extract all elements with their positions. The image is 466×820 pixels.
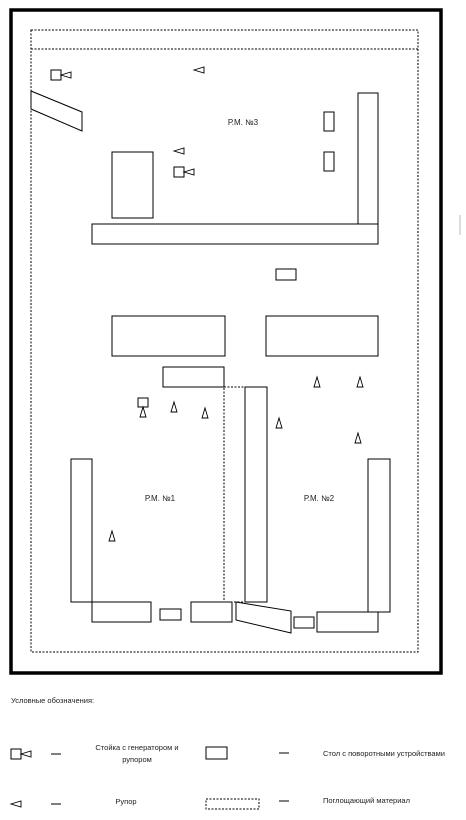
legend-stand-label: Стойка с генератором и — [95, 743, 178, 752]
outer-wall — [9, 8, 443, 675]
legend-horn-symbol — [9, 800, 22, 808]
table-middle-right — [265, 315, 379, 357]
legend-table-label: Стол с поворотными устройствами — [323, 749, 445, 758]
stand-generator-2 — [173, 166, 195, 178]
absorber-boundary — [30, 29, 419, 653]
horn-icon — [354, 431, 362, 444]
legend-absorber-label: Поглощающий материал — [323, 796, 410, 805]
horn-icon — [192, 66, 205, 74]
absorber-wedge-top-left — [30, 90, 83, 132]
table-rm3 — [111, 151, 154, 219]
absorber-wedge-bottom — [235, 601, 292, 634]
legend-stand-symbol — [10, 748, 32, 760]
wall-panel-right-rm2 — [367, 458, 391, 613]
horn-icon — [313, 375, 321, 388]
wall-panel-right-rm3 — [357, 92, 379, 225]
legend-absorber-symbol — [205, 798, 260, 810]
wall-panel-bottom-rm1 — [91, 601, 152, 623]
horn-icon — [108, 529, 116, 542]
table-small-center — [275, 268, 297, 281]
stand-generator-1 — [50, 69, 72, 81]
legend-table-symbol — [205, 746, 228, 760]
room-label-rm1: Р.М. №1 — [145, 494, 176, 503]
wall-panel-left-rm1 — [70, 458, 93, 603]
room-label-rm3: Р.М. №3 — [228, 118, 259, 127]
horn-icon — [275, 416, 283, 429]
horn-icon — [356, 375, 364, 388]
stand-generator-3 — [137, 397, 149, 418]
table-small-bottom-2 — [293, 616, 315, 629]
partition-top-block — [162, 366, 225, 388]
horn-icon — [170, 400, 178, 413]
horn-icon — [172, 147, 185, 155]
wall-panel-bottom-rm3 — [91, 223, 379, 245]
table-small-bottom-1 — [159, 608, 182, 621]
horn-icon — [201, 406, 209, 419]
table-middle-left — [111, 315, 226, 357]
partition-column-center-right — [244, 386, 268, 603]
table-small-rm3-2 — [323, 151, 335, 172]
wall-panel-bottom-center — [190, 601, 233, 623]
wall-panel-bottom-rm2 — [316, 611, 379, 633]
legend-title: Условные обозначения: — [11, 696, 94, 705]
room-label-rm2: Р.М. №2 — [304, 494, 335, 503]
legend-stand-label-2: рупором — [122, 755, 152, 764]
table-small-rm3-1 — [323, 111, 335, 132]
legend-horn-label: Рупор — [115, 797, 136, 806]
absorber-column-center-left — [223, 386, 246, 603]
